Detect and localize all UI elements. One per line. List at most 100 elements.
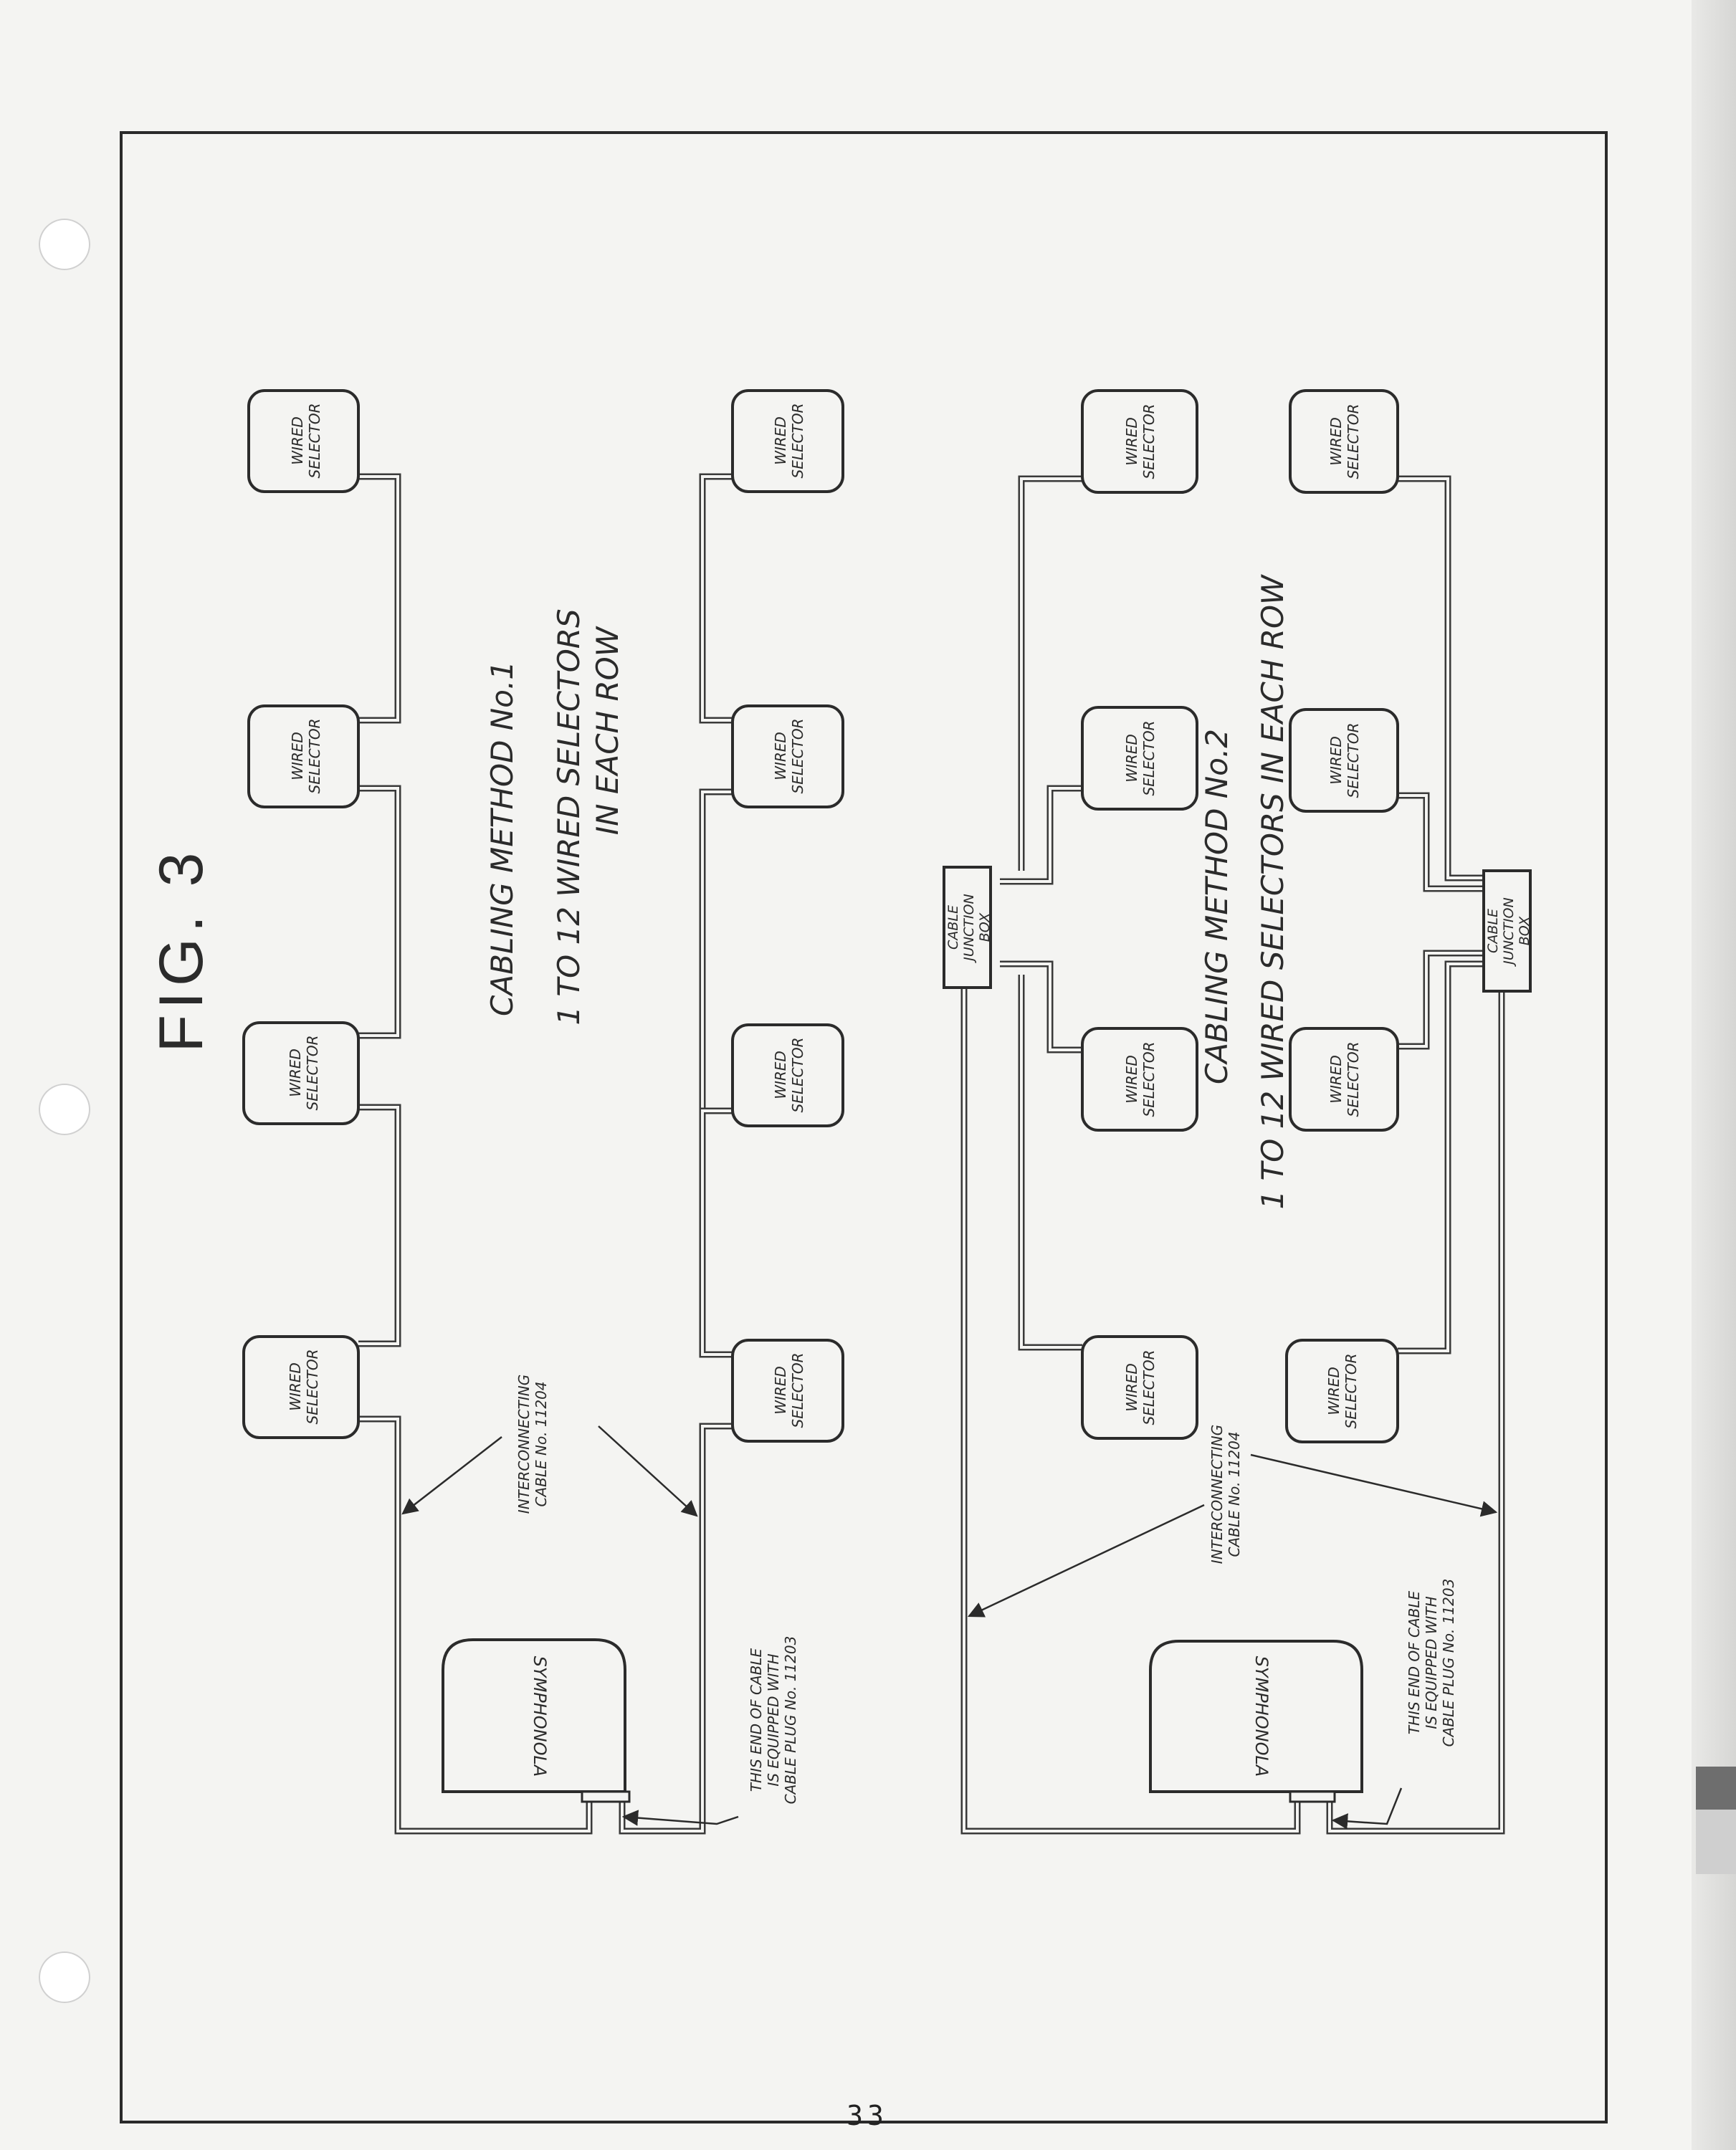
selector-label-line2: SELECTOR [789, 1038, 806, 1113]
junction-box-left [943, 866, 992, 989]
svg-text:WIREDSELECTOR: WIREDSELECTOR [289, 719, 323, 794]
symphonola-2-label: SYMPHONOLA [1251, 1656, 1272, 1777]
selector-label-line1: WIRED [1123, 734, 1140, 783]
svg-text:INTERCONNECTINGCABLE No. 11204: INTERCONNECTINGCABLE No. 11204 [515, 1375, 550, 1514]
wired-selector-box [1081, 1335, 1198, 1440]
selector-label-line1: WIRED [772, 416, 789, 465]
selector-label-line2: SELECTOR [306, 719, 323, 794]
selector-label-line2: SELECTOR [1345, 404, 1362, 479]
svg-text:WIREDSELECTOR: WIREDSELECTOR [289, 403, 323, 479]
selector-label-line1: WIRED [1123, 1055, 1140, 1104]
method-2-selector-labels: WIREDSELECTOR WIREDSELECTOR WIREDSELECTO… [1123, 404, 1362, 1429]
selector-label-line1: WIRED [1123, 417, 1140, 466]
selector-label-line1: WIRED [1325, 1367, 1342, 1415]
scan-edge-mark [1696, 1767, 1736, 1810]
symphonola-1-box [442, 1638, 626, 1793]
selector-label-line2: SELECTOR [1140, 404, 1158, 479]
method-1-subtitle-2: IN EACH ROW [590, 626, 625, 835]
plug-note-line2: IS EQUIPPED WITH [1423, 1596, 1440, 1729]
svg-text:THIS END OF CABLEIS EQUIPPED W: THIS END OF CABLEIS EQUIPPED WITHCABLE P… [748, 1636, 799, 1805]
selector-label-line2: SELECTOR [789, 719, 806, 794]
selector-label-line2: SELECTOR [789, 403, 806, 479]
plug-note-arrow [1331, 1787, 1403, 1830]
method-2-subtitle: 1 TO 12 WIRED SELECTORS IN EACH ROW [1255, 574, 1290, 1210]
page-number: 33 [846, 2100, 888, 2131]
svg-text:THIS END OF CABLEIS EQUIPPED W: THIS END OF CABLEIS EQUIPPED WITHCABLE P… [1406, 1579, 1457, 1747]
wired-selector-box [242, 1021, 360, 1125]
method-1-title: CABLING METHOD No.1 [485, 661, 520, 1016]
selector-label-line1: WIRED [287, 1362, 304, 1411]
plug-note-line2: IS EQUIPPED WITH [765, 1653, 782, 1786]
method-2-selectors [1081, 389, 1399, 1443]
plug-note-line3: CABLE PLUG No. 11203 [782, 1636, 799, 1805]
selector-label-line2: SELECTOR [1140, 1350, 1158, 1425]
punch-hole-bottom [39, 1951, 90, 2003]
method-1-diagram [358, 473, 733, 1835]
cable-arrow-right [1250, 1453, 1498, 1517]
wired-selector-box [731, 1023, 844, 1127]
svg-text:WIREDSELECTOR: WIREDSELECTOR [287, 1036, 321, 1111]
wired-selector-box [731, 389, 844, 493]
wired-selector-box [731, 704, 844, 808]
symphonola-2-plug [1289, 1790, 1336, 1803]
wired-selector-box [1289, 1027, 1399, 1132]
cable-label-line1: INTERCONNECTING [515, 1375, 533, 1514]
svg-text:WIREDSELECTOR: WIREDSELECTOR [1327, 723, 1362, 798]
plug-note-line3: CABLE PLUG No. 11203 [1440, 1579, 1457, 1747]
wired-selector-box [1289, 708, 1399, 813]
method-1-selector-labels: WIREDSELECTOR WIREDSELECTOR WIREDSELECTO… [287, 403, 806, 1428]
selector-label-line2: SELECTOR [789, 1353, 806, 1428]
selector-label-line2: SELECTOR [1345, 723, 1362, 798]
selector-label-line1: WIRED [1123, 1363, 1140, 1412]
method-1-subtitle-1: 1 TO 12 WIRED SELECTORS [551, 608, 586, 1025]
cable-label-line2: CABLE No. 11204 [1226, 1431, 1243, 1557]
cable-label-line1: INTERCONNECTING [1208, 1425, 1226, 1564]
wired-selector-box [247, 704, 360, 808]
plug-note-arrow [621, 1810, 739, 1826]
symphonola-1-plug [581, 1790, 631, 1803]
junction-label-line1: CABLE [1485, 909, 1501, 953]
wired-selector-box [731, 1339, 844, 1443]
selector-label-line1: WIRED [289, 416, 306, 465]
cable-label-line2: CABLE No. 11204 [533, 1381, 550, 1506]
junction-label-line1: CABLE [945, 905, 961, 950]
svg-text:WIREDSELECTOR: WIREDSELECTOR [287, 1349, 321, 1425]
scan-edge-mark-light [1696, 1810, 1736, 1874]
svg-text:WIREDSELECTOR: WIREDSELECTOR [772, 719, 806, 794]
svg-text:WIREDSELECTOR: WIREDSELECTOR [772, 1038, 806, 1113]
selector-label-line1: WIRED [1327, 736, 1345, 785]
svg-text:WIREDSELECTOR: WIREDSELECTOR [772, 1353, 806, 1428]
junction-box-right [1482, 869, 1532, 993]
figure-frame [120, 131, 1608, 2123]
junction-label-line2: JUNCTION [1501, 897, 1517, 967]
svg-text:WIREDSELECTOR: WIREDSELECTOR [1123, 721, 1158, 796]
selector-label-line1: WIRED [772, 1366, 789, 1415]
selector-label-line2: SELECTOR [1345, 1042, 1362, 1117]
selector-label-line1: WIRED [289, 732, 306, 780]
svg-text:WIREDSELECTOR: WIREDSELECTOR [1123, 404, 1158, 479]
selector-label-line1: WIRED [772, 1051, 789, 1099]
symphonola-1-label: SYMPHONOLA [530, 1656, 550, 1777]
plug-note-line1: THIS END OF CABLE [748, 1648, 765, 1792]
wired-selector-box [242, 1335, 360, 1439]
svg-text:WIREDSELECTOR: WIREDSELECTOR [1327, 404, 1362, 479]
symphonola-2-box [1149, 1640, 1363, 1793]
selector-label-line2: SELECTOR [304, 1349, 321, 1425]
wired-selector-box [1081, 389, 1198, 494]
junction-label-line3: BOX [1517, 916, 1532, 945]
method-2-cables [960, 475, 1505, 1835]
selector-label-line2: SELECTOR [1140, 1042, 1158, 1117]
selector-label-line1: WIRED [1327, 417, 1345, 466]
cable-arrow-right [598, 1425, 698, 1517]
svg-text:INTERCONNECTINGCABLE No. 11204: INTERCONNECTINGCABLE No. 11204 [1208, 1425, 1243, 1564]
wired-selector-box [247, 389, 360, 493]
punch-hole-top [39, 219, 90, 270]
svg-text:WIREDSELECTOR: WIREDSELECTOR [772, 403, 806, 479]
wired-selector-box [1081, 706, 1198, 811]
cable-arrow-left [401, 1436, 502, 1515]
selector-label-line1: WIRED [772, 732, 789, 780]
cable-arrow-left [967, 1504, 1205, 1618]
selector-label-line2: SELECTOR [1342, 1354, 1360, 1429]
punch-hole-middle [39, 1084, 90, 1135]
